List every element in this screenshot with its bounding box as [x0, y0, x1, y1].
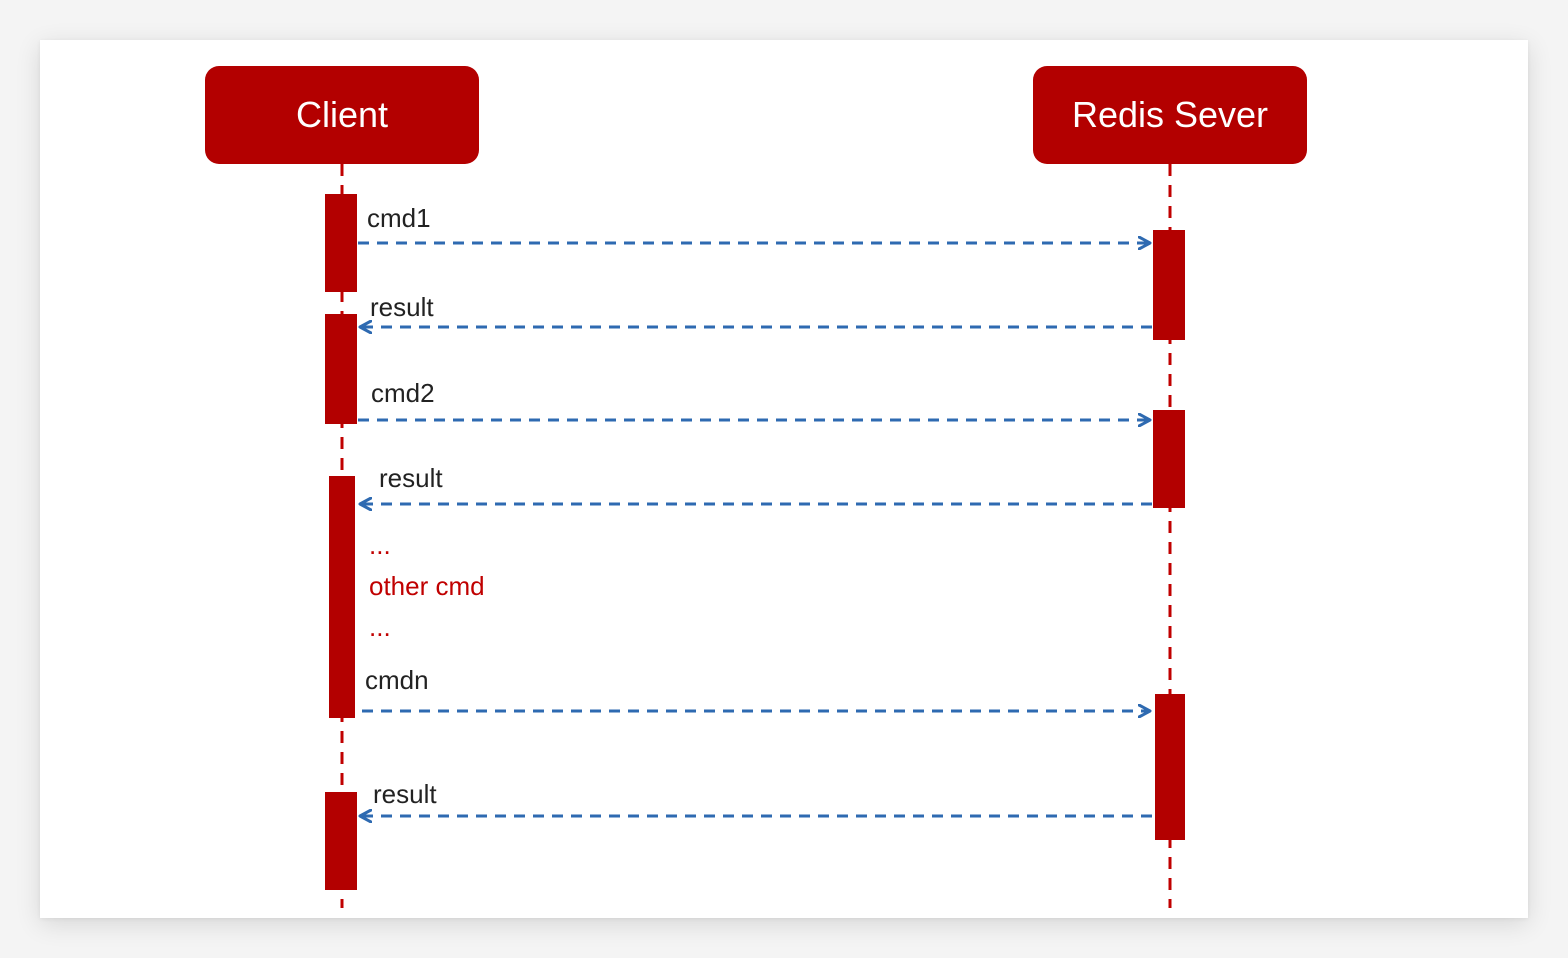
server-activation-1 — [1153, 230, 1185, 340]
client-activation-1 — [325, 194, 357, 292]
server-activation-2 — [1153, 410, 1185, 508]
server-activation-3 — [1155, 694, 1185, 840]
message-label-result-2: result — [379, 463, 443, 493]
server-actor: Redis Sever — [1033, 66, 1307, 164]
server-actor-label: Redis Sever — [1071, 94, 1269, 135]
diagram-card — [40, 40, 1528, 918]
client-actor: Client — [205, 66, 479, 164]
note-ellipsis-bottom: ... — [369, 612, 391, 642]
message-label-cmd2: cmd2 — [371, 378, 435, 408]
client-activation-2 — [325, 314, 357, 424]
client-activation-4 — [325, 792, 357, 890]
message-label-result-1: result — [370, 292, 434, 322]
message-label-cmd1: cmd1 — [367, 203, 431, 233]
message-label-cmdn: cmdn — [365, 665, 429, 695]
message-label-result-3: result — [373, 779, 437, 809]
client-actor-label: Client — [295, 94, 389, 135]
note-other-cmd: other cmd — [369, 571, 485, 601]
client-activation-3 — [329, 476, 355, 718]
note-ellipsis-top: ... — [369, 530, 391, 560]
